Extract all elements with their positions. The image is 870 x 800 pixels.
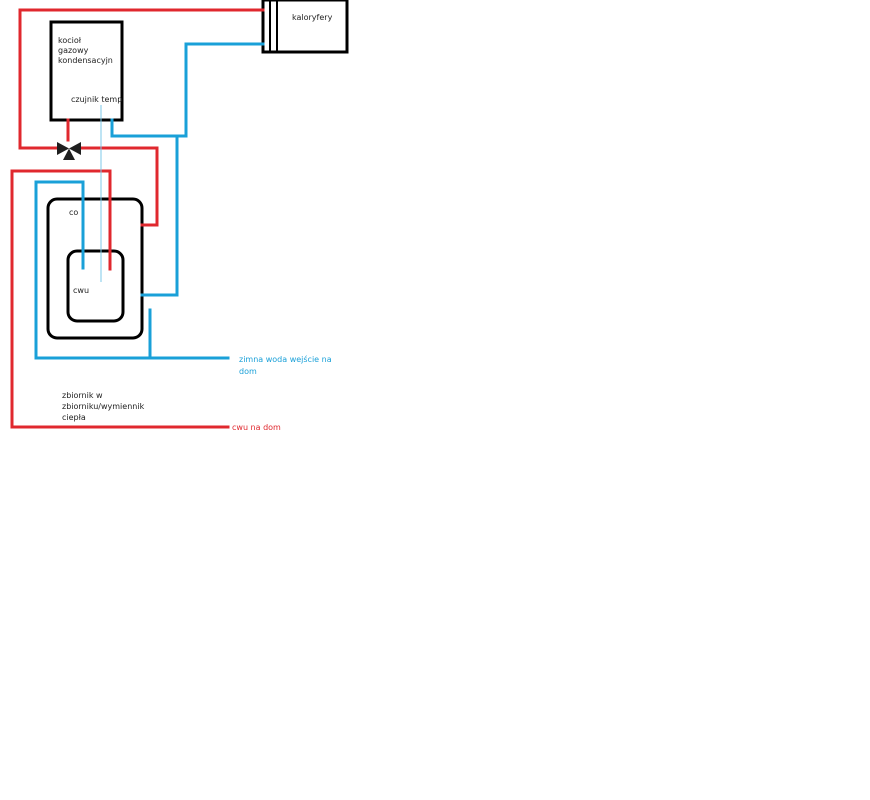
tank-outer bbox=[46, 197, 144, 340]
tank-caption: zbiornik w zbiorniku/wymiennik ciepła bbox=[62, 391, 147, 422]
cold-in-label: zimna woda wejście na dom bbox=[239, 354, 334, 376]
sensor-label: czujnik temp bbox=[71, 95, 122, 104]
three-way-valve-icon bbox=[57, 142, 81, 160]
hot-pipes bbox=[10, 8, 265, 429]
cold-return-tank bbox=[140, 134, 179, 297]
radiators-label: kaloryfery bbox=[292, 13, 333, 22]
radiators-box bbox=[261, 0, 349, 54]
cold-pipes bbox=[34, 42, 265, 360]
tank-outer-label: co bbox=[69, 208, 78, 217]
hot-supply-radiators bbox=[18, 8, 265, 150]
hot-supply-tank bbox=[80, 146, 159, 227]
cold-return-radiators bbox=[110, 42, 265, 138]
hot-out-label: cwu na dom bbox=[232, 423, 281, 432]
tank-inner bbox=[66, 249, 125, 323]
hot-cwu-outlet bbox=[10, 169, 230, 429]
boiler-box bbox=[49, 20, 124, 122]
cold-cwu-feed bbox=[34, 180, 152, 360]
cold-water-main bbox=[148, 308, 230, 360]
tank-inner-label: cwu bbox=[73, 286, 89, 295]
boiler-label: kocioł gazowy kondensacyjn bbox=[58, 36, 113, 65]
